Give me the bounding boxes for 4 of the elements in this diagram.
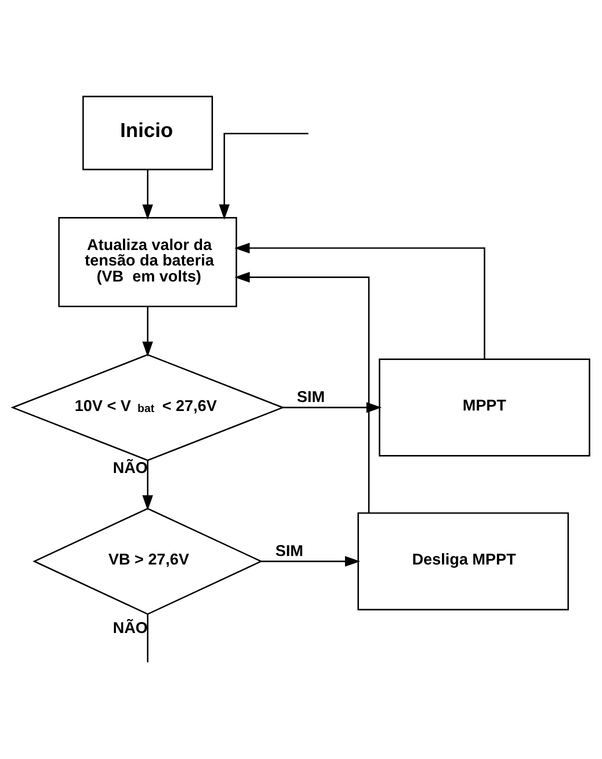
- edge-label: NÃO: [112, 619, 148, 636]
- edge-label: NÃO: [112, 459, 148, 476]
- edge-label: SIM: [275, 542, 304, 560]
- edge-label: SIM: [296, 388, 325, 406]
